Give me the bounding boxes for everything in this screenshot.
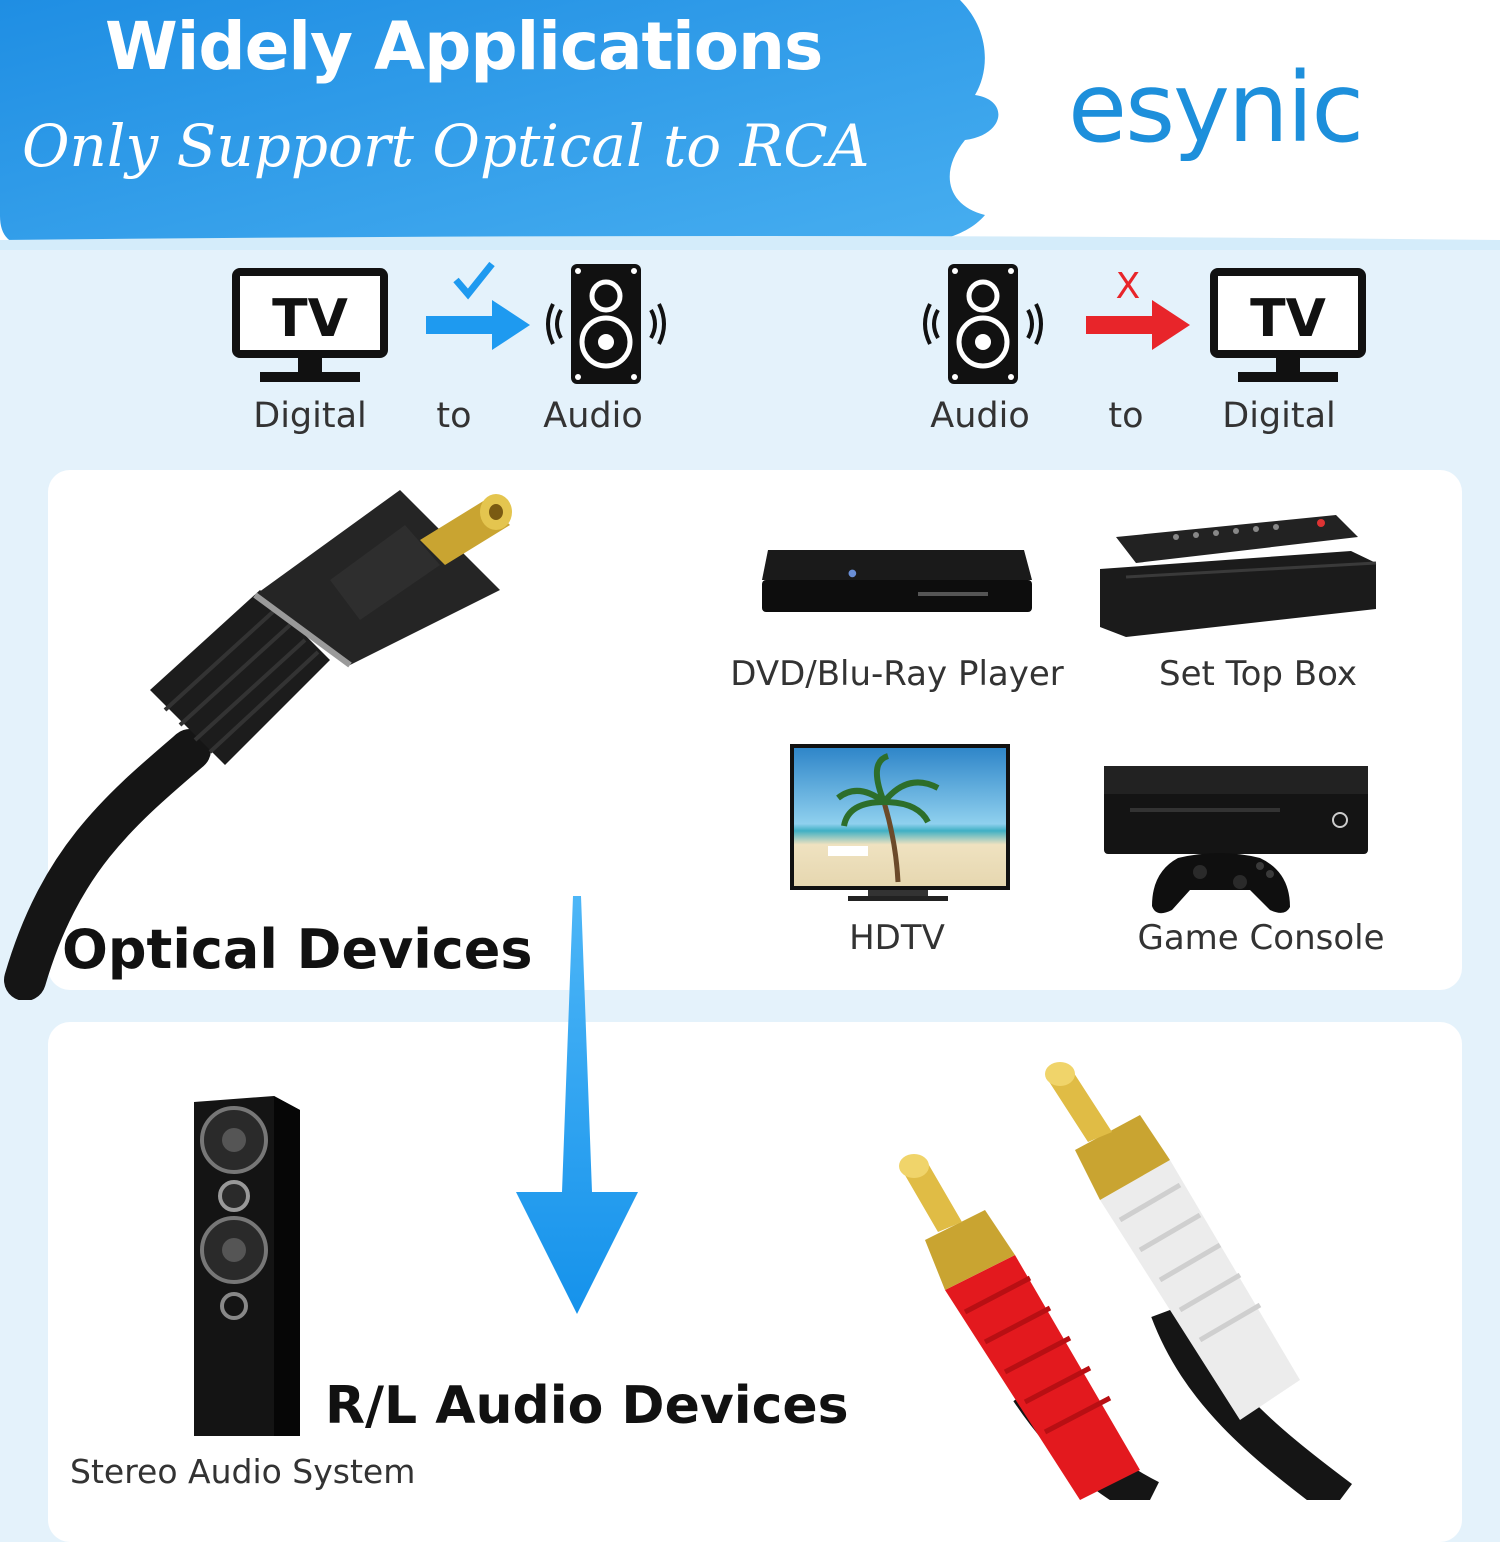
rl-devices-heading: R/L Audio Devices	[325, 1376, 849, 1436]
set-top-box-icon	[1100, 515, 1377, 637]
device-label-game-console: Game Console	[1137, 918, 1385, 958]
x-icon: X	[1116, 266, 1141, 307]
banner-subtitle: Only Support Optical to RCA	[22, 112, 870, 180]
speaker-icon	[922, 262, 1044, 386]
device-label-hdtv: HDTV	[849, 918, 945, 958]
red-arrow-icon: X	[1080, 262, 1195, 362]
optical-devices-heading: Optical Devices	[62, 918, 533, 981]
check-icon	[453, 261, 495, 300]
optical-cable-icon	[4, 490, 512, 1000]
flow-supported-to: Audio	[543, 396, 643, 436]
hdtv-icon	[790, 744, 1010, 901]
brand-logo: esynic	[1068, 52, 1364, 164]
svg-text:●: ●	[848, 568, 857, 579]
tv-icon-text: TV	[272, 289, 348, 349]
down-arrow-icon	[516, 896, 638, 1314]
blue-arrow-icon	[420, 258, 535, 358]
header-banner	[0, 0, 1500, 250]
flow-unsupported-to: Digital	[1222, 396, 1336, 436]
flow-supported-from: Digital	[253, 396, 367, 436]
tv-icon: TV	[1210, 268, 1366, 386]
speaker-icon	[545, 262, 667, 386]
device-label-set-top-box: Set Top Box	[1158, 654, 1358, 694]
optical-devices-panel	[48, 470, 1462, 990]
flow-supported-connector: to	[436, 396, 472, 436]
flow-unsupported-from: Audio	[930, 396, 1030, 436]
game-console-icon	[1104, 766, 1368, 914]
bluray-player-icon: ●	[762, 550, 1032, 612]
stereo-system-caption: Stereo Audio System	[70, 1452, 416, 1491]
rca-cable-icon	[899, 1062, 1353, 1500]
device-label-bluray: DVD/Blu-Ray Player	[730, 654, 1064, 694]
tv-icon-text: TV	[1250, 289, 1326, 349]
flow-unsupported-connector: to	[1108, 396, 1144, 436]
tower-speaker-icon	[194, 1096, 300, 1436]
banner-title: Widely Applications	[105, 8, 823, 85]
tv-icon: TV	[232, 268, 388, 386]
